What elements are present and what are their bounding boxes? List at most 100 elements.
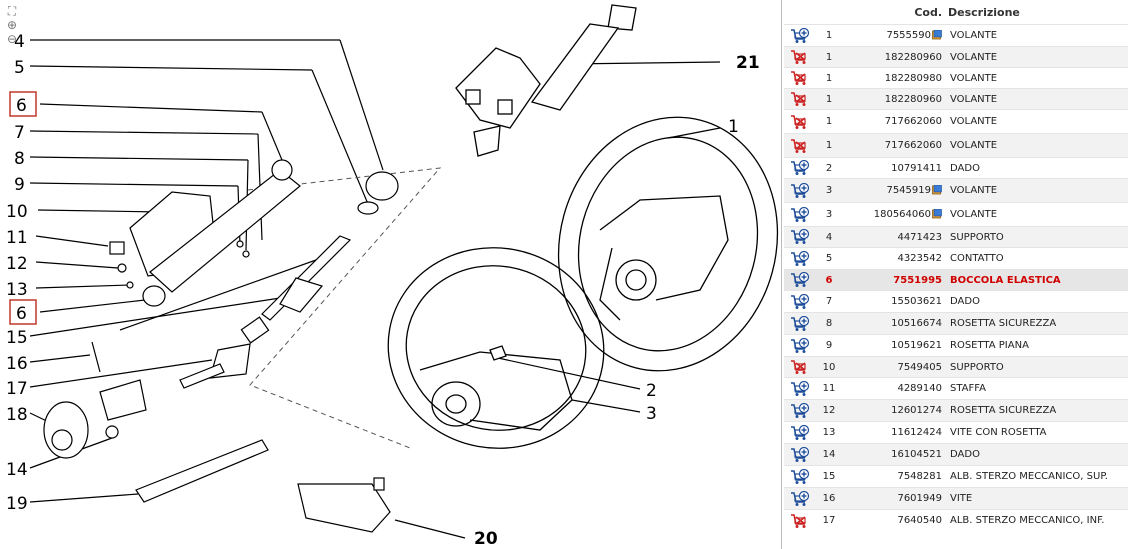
callout-label[interactable]: 12 [6, 254, 28, 274]
callout-label[interactable]: 8 [14, 149, 25, 169]
description-cell: VITE CON ROSETTA [948, 421, 1128, 444]
callout-label[interactable]: 9 [14, 175, 25, 195]
note-icon[interactable] [932, 209, 942, 219]
description-cell: BOCCOLA ELASTICA [948, 269, 1128, 291]
callout-label[interactable]: 18 [6, 405, 28, 425]
callout-label[interactable]: 2 [646, 381, 657, 401]
description-cell: VOLANTE [948, 88, 1128, 110]
callout-label[interactable]: 5 [14, 58, 25, 78]
add-to-cart-icon[interactable] [790, 229, 810, 245]
callout-label[interactable]: 10 [6, 202, 28, 222]
cart-cell [784, 290, 816, 313]
fit-view-icon[interactable]: ⛶ [7, 4, 17, 18]
description-cell: ROSETTA PIANA [948, 334, 1128, 357]
description-cell: VOLANTE [948, 202, 1128, 227]
header-description: Descrizione [948, 5, 1020, 19]
callout-box-6-bottom[interactable] [9, 299, 37, 325]
add-to-cart-icon[interactable] [790, 27, 810, 44]
callout-label[interactable]: 16 [6, 354, 28, 374]
callout-label[interactable]: 13 [6, 280, 28, 300]
add-to-cart-icon[interactable] [790, 490, 810, 507]
add-to-cart-icon[interactable] [790, 337, 810, 354]
add-to-cart-icon[interactable] [790, 293, 810, 310]
description-cell: VOLANTE [948, 178, 1128, 203]
callout-label[interactable]: 14 [6, 460, 28, 480]
add-to-cart-icon[interactable] [790, 206, 810, 223]
cart-unavailable-icon[interactable] [790, 138, 810, 154]
cart-unavailable-icon[interactable] [790, 70, 810, 86]
cart-cell [784, 377, 816, 400]
cart-unavailable-icon[interactable] [790, 114, 810, 130]
callout-label[interactable]: 3 [646, 404, 657, 424]
add-to-cart-icon[interactable] [790, 446, 810, 463]
callout-label[interactable]: 20 [474, 529, 498, 549]
add-to-cart-icon[interactable] [790, 380, 810, 397]
description-cell: SUPPORTO [948, 356, 1128, 378]
part-code: 182280960 [884, 93, 942, 105]
add-to-cart-icon[interactable] [790, 402, 810, 419]
callout-label[interactable]: 7 [14, 123, 25, 143]
add-to-cart-icon[interactable] [790, 424, 810, 441]
add-to-cart-icon[interactable] [790, 160, 810, 176]
callout-label[interactable]: 6 [16, 96, 27, 116]
callout-label[interactable]: 1 [728, 117, 739, 137]
callout-label[interactable]: 19 [6, 494, 28, 514]
callout-label[interactable]: 21 [736, 53, 760, 73]
callout-label[interactable]: 15 [6, 328, 28, 348]
description-cell: ROSETTA SICUREZZA [948, 312, 1128, 335]
add-to-cart-icon[interactable] [790, 182, 810, 199]
add-to-cart-icon[interactable] [790, 250, 810, 267]
qty-cell: 1 [816, 46, 842, 68]
cart-cell [784, 399, 816, 422]
callout-box-6-top[interactable] [9, 91, 37, 117]
cart-unavailable-icon[interactable] [790, 513, 810, 529]
add-to-cart-icon[interactable] [790, 468, 810, 485]
note-icon[interactable] [932, 30, 942, 40]
note-icon[interactable] [932, 185, 942, 195]
cart-cell [784, 312, 816, 335]
qty-cell: 1 [816, 133, 842, 158]
zoom-in-icon[interactable]: ⊕ [6, 18, 18, 32]
part-code: 10516674 [891, 318, 942, 329]
qty-cell: 16 [816, 487, 842, 510]
zoom-out-icon[interactable]: ⊖ [6, 32, 18, 46]
callout-label[interactable]: 6 [16, 304, 27, 324]
callout-label[interactable]: 17 [6, 379, 28, 399]
cart-cell [784, 226, 816, 248]
cart-unavailable-icon[interactable] [790, 359, 810, 375]
cart-unavailable-icon[interactable] [790, 91, 810, 107]
code-cell: 7555590 [842, 24, 948, 47]
callout-label[interactable]: 4 [14, 32, 25, 52]
qty-cell: 3 [816, 178, 842, 203]
callout-label[interactable]: 11 [6, 228, 28, 248]
cart-cell [784, 88, 816, 110]
code-cell: 10791411 [842, 157, 948, 179]
add-to-cart-icon[interactable] [790, 315, 810, 332]
add-to-cart-icon[interactable] [790, 272, 810, 288]
cart-unavailable-icon[interactable] [790, 49, 810, 65]
cart-cell [784, 465, 816, 488]
